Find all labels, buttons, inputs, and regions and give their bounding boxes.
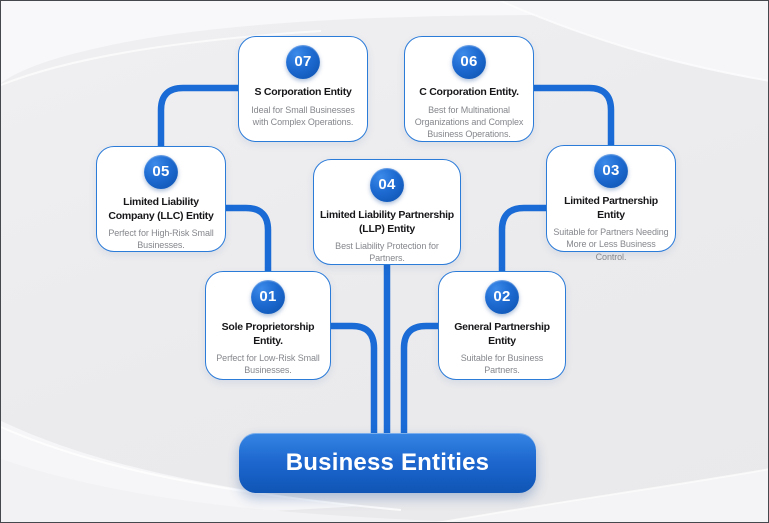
connector-lines [157,84,615,439]
node-number-badge: 07 [286,45,320,79]
node-general-partnership: 02 General Partnership Entity Suitable f… [438,271,566,380]
connector-02-root [400,322,443,439]
node-description: Best Liability Protection for Partners. [335,241,439,264]
connector-07-05 [157,84,244,151]
node-sole-proprietorship: 01 Sole Proprietorship Entity. Perfect f… [205,271,331,380]
node-limited-partnership: 03 Limited Partnership Entity Suitable f… [546,145,676,262]
node-number-badge: 02 [485,280,519,314]
connector-01-root [326,322,378,439]
node-description: Ideal for Small Businesses with Complex … [251,104,355,127]
node-title: Limited Liability Company (LLC) Entity [108,196,214,222]
node-number-badge: 01 [251,280,285,314]
node-number-badge: 03 [594,154,628,188]
node-title: Limited Partnership Entity [564,195,658,221]
node-title: General Partnership Entity [454,321,550,347]
node-description: Perfect for Low-Risk Small Businesses. [216,353,320,376]
node-number-badge: 06 [452,45,486,79]
node-title: Limited Liability Partnership (LLP) Enti… [320,209,454,235]
node-number-badge: 04 [370,168,404,202]
node-description: Suitable for Partners Needing More or Le… [553,227,669,262]
node-title: Sole Proprietorship Entity. [221,321,315,347]
node-description: Perfect for High-Risk Small Businesses. [108,228,214,251]
node-title: S Corporation Entity [254,86,352,98]
connector-03-02 [498,204,551,277]
node-description: Suitable for Business Partners. [460,353,544,376]
node-llp: 04 Limited Liability Partnership (LLP) E… [313,159,461,265]
node-title: C Corporation Entity. [419,86,519,98]
connector-05-01 [221,204,272,277]
root-label: Business Entities [285,449,490,476]
node-s-corporation: 07 S Corporation Entity Ideal for Small … [238,36,368,142]
node-llc: 05 Limited Liability Company (LLC) Entit… [96,146,226,252]
node-c-corporation: 06 C Corporation Entity. Best for Multin… [404,36,534,142]
node-number-badge: 05 [144,155,178,189]
node-description: Best for Multinational Organizations and… [414,104,524,139]
root-node: Business Entities [239,433,536,493]
connector-06-03 [528,84,615,151]
